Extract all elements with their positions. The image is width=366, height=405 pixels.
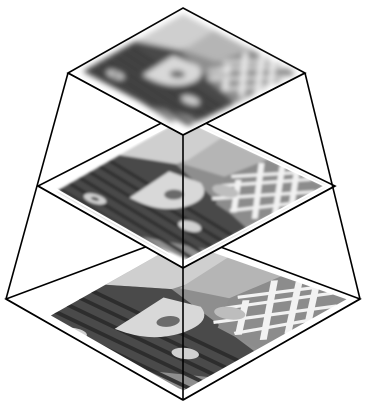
level-middle-image [47,119,325,264]
pyramid-level-middle [38,112,335,268]
level-top-image [77,14,296,130]
pyramid-level-top [68,8,305,135]
